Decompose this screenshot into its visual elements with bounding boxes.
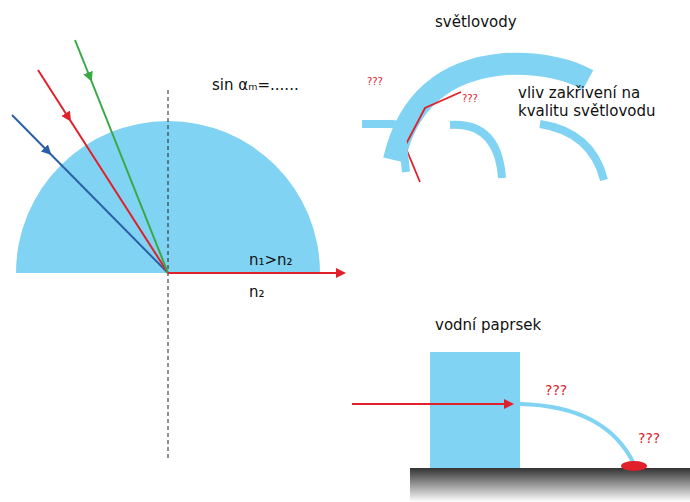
green-ray: [75, 40, 91, 80]
red-ray: [38, 70, 70, 120]
section-heading: světlovody: [435, 13, 517, 31]
ground: [410, 468, 690, 502]
medium-bend: [450, 125, 502, 178]
water-jet: [520, 404, 634, 464]
water-tank: [430, 352, 520, 468]
section-heading: vodní paprsek: [435, 316, 541, 334]
note-text: vliv zakřivení na kvalitu světlovodu: [518, 84, 686, 120]
refracted-ray: [168, 272, 344, 274]
question-mark: ???: [462, 93, 478, 105]
question-mark: ???: [545, 382, 567, 399]
question-mark: ???: [367, 76, 383, 88]
index-relation: n₁>n₂: [249, 251, 293, 269]
blue-ray: [12, 115, 50, 154]
laser-ray: [352, 403, 512, 405]
light-spot: [621, 461, 647, 471]
gentle-bend: [540, 124, 604, 180]
guided-ray: [405, 92, 461, 182]
sharp-bend: [362, 124, 406, 172]
question-mark: ???: [638, 430, 660, 447]
formula-label: sin αₘ=......: [212, 76, 299, 94]
index-label: n₂: [249, 283, 265, 301]
